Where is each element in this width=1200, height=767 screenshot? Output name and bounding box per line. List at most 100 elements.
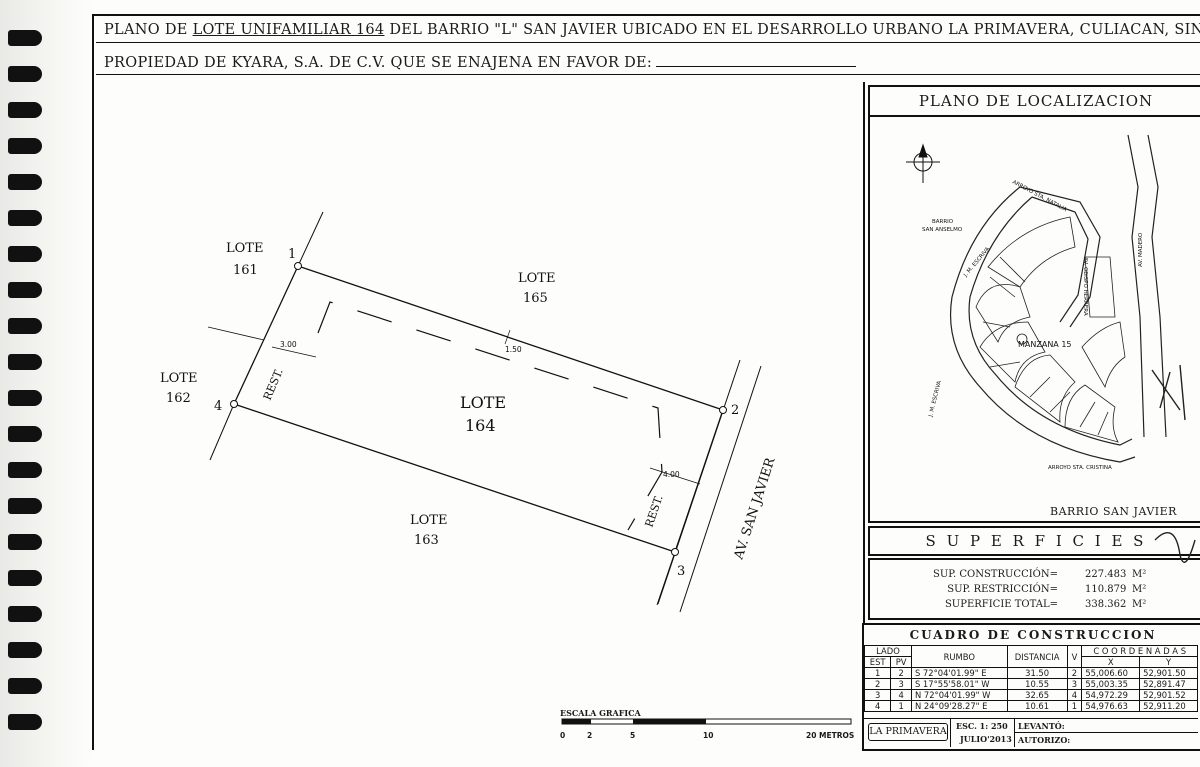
header-rule-2: [96, 74, 1200, 75]
superficies-box: SUP. CONSTRUCCIÓN= 227.483 M² SUP. RESTR…: [868, 558, 1200, 620]
vertex-marker-2: [719, 406, 727, 414]
location-panel: PLANO DE LOCALIZACION: [868, 85, 1200, 523]
th-est: EST: [863, 656, 892, 668]
scale-tick-2: 2: [587, 731, 593, 740]
location-map: ARROYO STA. NATALIA BARRIO SAN ANSELMO J…: [906, 134, 1167, 471]
lote-163-label: LOTE: [410, 513, 447, 528]
map-av-obispo: AV. OBISPO HERRERA: [1082, 257, 1088, 316]
rest-label-2: REST.: [643, 493, 666, 529]
header-line-2: PROPIEDAD DE KYARA, S.A. DE C.V. QUE SE …: [104, 55, 857, 71]
dim-1-50: 1.50: [505, 345, 522, 354]
scale-title: ESCALA GRAFICA: [560, 708, 641, 718]
map-barrio-anselmo-2: SAN ANSELMO: [922, 227, 963, 233]
binder-ring: [8, 282, 42, 298]
binder-ring: [8, 714, 42, 730]
right-panel: [863, 82, 1200, 748]
binder-ring: [8, 606, 42, 622]
rest-label-1: REST.: [261, 367, 286, 403]
binder-ring: [8, 570, 42, 586]
binder-ring: [8, 246, 42, 262]
lote-161-label: LOTE: [226, 241, 263, 256]
lote-162-num: 162: [166, 391, 191, 406]
lote-164-num: 164: [465, 416, 496, 435]
levanto-label: LEVANTÓ:: [1018, 721, 1065, 731]
binder-spine: [0, 0, 92, 767]
la-primavera-logo: LA PRIMAVERA: [868, 723, 948, 741]
boundary-1-2: [297, 265, 724, 411]
scale-tick-20: 20 METROS: [806, 731, 855, 740]
handwritten-marks: [1151, 364, 1196, 563]
binder-ring: [8, 138, 42, 154]
lote-162-label: LOTE: [160, 371, 197, 386]
scale-tick-10: 10: [703, 731, 714, 740]
th-lado: LADO: [864, 645, 912, 657]
boundary-4-1: [233, 265, 299, 405]
th-rumbo: RUMBO: [910, 645, 1008, 668]
lote-163-num: 163: [414, 533, 439, 548]
map-arroyo-cristina: ARROYO STA. CRISTINA: [1048, 465, 1112, 471]
binder-ring: [8, 174, 42, 190]
restriction-line: [317, 301, 663, 531]
autorizo-label: AUTORIZO:: [1018, 735, 1071, 745]
map-escriva-2: J. M. ESCRIVA: [928, 380, 943, 418]
lote-165-num: 165: [523, 291, 548, 306]
binder-ring: [8, 462, 42, 478]
superficies-title-box: S U P E R F I C I E S: [868, 526, 1200, 556]
vertex-marker-1: [294, 262, 302, 270]
table-row: 3 4 N 72°04'01.99" W 32.65 4 54,972.29 5…: [863, 689, 1198, 701]
th-y: Y: [1139, 656, 1198, 668]
map-barrio-anselmo-1: BARRIO: [932, 219, 954, 225]
table-row: 2 3 S 17°55'58.01" W 10.55 3 55,003.35 5…: [863, 678, 1198, 690]
scale-tick-5: 5: [630, 731, 636, 740]
th-v: V: [1066, 645, 1083, 668]
sup-row-total: SUPERFICIE TOTAL= 338.362 M²: [944, 599, 1147, 610]
street-label: AV. SAN JAVIER: [731, 455, 779, 562]
vertex-marker-4: [230, 400, 238, 408]
vertex-3: 3: [677, 564, 685, 579]
binder-ring: [8, 102, 42, 118]
title-block: LA PRIMAVERA ESC. 1: 250 JULIO'2013 LEVA…: [864, 718, 1198, 747]
map-av-madero: AV. MADERO: [1138, 232, 1144, 267]
cuadro-table: LADO RUMBO DISTANCIA V C O O R D E N A D…: [863, 645, 1198, 712]
vertex-1: 1: [288, 247, 296, 262]
north-arrow-icon: [906, 143, 940, 183]
vertex-2: 2: [731, 403, 739, 418]
th-x: X: [1081, 656, 1141, 668]
header-rule: [96, 42, 1200, 43]
th-pv: PV: [890, 656, 912, 668]
dim-4-00: 4.00: [663, 470, 680, 479]
boundary-3-4: [233, 403, 676, 553]
vertex-marker-3: [671, 548, 679, 556]
binder-ring: [8, 390, 42, 406]
sup-row-restriccion: SUP. RESTRICCIÓN= 110.879 M²: [947, 584, 1147, 595]
lote-161-num: 161: [233, 263, 258, 278]
binder-ring: [8, 354, 42, 370]
vertex-4: 4: [214, 399, 222, 414]
location-footer: BARRIO SAN JAVIER: [1050, 505, 1177, 518]
lote-164-label: LOTE: [460, 393, 506, 412]
location-title: PLANO DE LOCALIZACION: [918, 92, 1154, 110]
fecha-text: JULIO'2013: [960, 734, 1012, 744]
dim-3-00: 3.00: [280, 340, 297, 349]
binder-ring: [8, 498, 42, 514]
binder-ring: [8, 678, 42, 694]
binder-ring: [8, 426, 42, 442]
lot-plan: 1 2 3 4 LOTE 161 LOTE 165 LOTE 162 LOTE …: [160, 211, 779, 613]
scale-tick-0: 0: [560, 731, 566, 740]
escala-text: ESC. 1: 250: [956, 721, 1008, 731]
superficies-title: S U P E R F I C I E S: [925, 532, 1147, 550]
binder-ring: [8, 318, 42, 334]
binder-ring: [8, 534, 42, 550]
drawing-frame: [92, 14, 1200, 750]
th-distancia: DISTANCIA: [1006, 645, 1068, 668]
lote-165-label: LOTE: [518, 271, 555, 286]
th-coordenadas: C O O R D E N A D A S: [1081, 645, 1198, 657]
header-line-1: PLANO DE LOTE UNIFAMILIAR 164 DEL BARRIO…: [104, 22, 1200, 38]
binder-ring: [8, 210, 42, 226]
binder-ring: [8, 30, 42, 46]
map-manzana: MANZANA 15: [1018, 340, 1072, 349]
binder-ring: [8, 642, 42, 658]
map-escriva-1: J. M. ESCRIVA: [962, 246, 991, 279]
sup-row-construccion: SUP. CONSTRUCCIÓN= 227.483 M²: [933, 569, 1147, 580]
table-row: 4 1 N 24°09'28.27" E 10.61 1 54,976.63 5…: [863, 700, 1198, 712]
